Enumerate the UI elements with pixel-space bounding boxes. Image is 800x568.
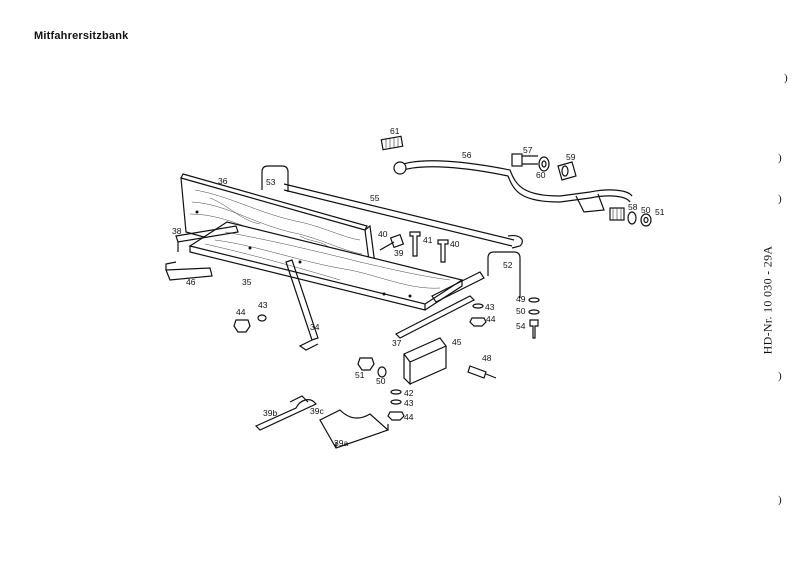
label-part-54: 54 [516,321,526,331]
lower-bracket-46 [165,261,213,281]
label-part-50: 50 [376,376,386,386]
fasteners-42-43-44-lower [387,389,405,421]
label-part-41: 41 [423,235,433,245]
label-part-43: 43 [404,398,414,408]
clamp-39b [254,395,317,431]
margin-mark: ) [778,152,782,164]
label-part-49: 49 [516,294,526,304]
tie-rod-55 [283,183,523,249]
u-bolt-52 [487,251,521,298]
label-part-44: 44 [486,314,496,324]
label-part-55: 55 [370,193,380,203]
label-part-44: 44 [236,307,246,317]
rail-37 [394,271,485,339]
margin-mark: ) [778,193,782,205]
bolt-57 [511,153,538,167]
label-part-51: 51 [655,207,665,217]
label-part-43: 43 [258,300,268,310]
fastener-group-right [609,207,652,227]
label-part-48: 48 [482,353,492,363]
label-part-36: 36 [218,176,228,186]
label-part-61: 61 [390,126,400,136]
margin-mark: ) [778,494,782,506]
label-part-40: 40 [450,239,460,249]
label-part-39c: 39c [310,406,324,416]
label-part-38: 38 [172,226,182,236]
fasteners-43-44-left [233,314,267,333]
margin-mark: ) [778,370,782,382]
sleeve-59 [557,161,577,181]
frame-rail-38 [175,225,239,252]
label-part-35: 35 [242,277,252,287]
fasteners-49-50-54 [528,297,540,339]
label-part-34: 34 [310,322,320,332]
label-part-40: 40 [378,229,388,239]
label-part-50: 50 [516,306,526,316]
margin-mark: ) [784,72,788,84]
fasteners-43-44-upper [469,303,487,327]
label-part-60: 60 [536,170,546,180]
label-part-52: 52 [503,260,513,270]
label-part-39: 39 [394,248,404,258]
label-part-56: 56 [462,150,472,160]
support-strut-34 [285,259,319,351]
label-part-53: 53 [266,177,276,187]
cable-56 [393,160,633,213]
label-part-50: 50 [641,205,651,215]
fasteners-50-51-lower [357,357,387,378]
label-part-43: 43 [485,302,495,312]
label-part-44: 44 [404,412,414,422]
washer-60 [538,156,550,172]
bracket-45 [403,337,447,386]
label-part-57: 57 [523,145,533,155]
label-part-58: 58 [628,202,638,212]
label-part-39b: 39b [263,408,277,418]
label-part-51: 51 [355,370,365,380]
label-part-45: 45 [452,337,462,347]
page-title: Mitfahrersitzbank [34,30,129,42]
label-part-37: 37 [392,338,402,348]
nut-61 [380,135,404,151]
u-bolt-53 [261,165,289,192]
bolt-48 [467,365,497,379]
label-part-59: 59 [566,152,576,162]
bolts-40-41 [379,231,449,263]
label-part-46: 46 [186,277,196,287]
clamp-39a [319,409,390,449]
label-part-42: 42 [404,388,414,398]
label-part-39a: 39a [334,438,348,448]
